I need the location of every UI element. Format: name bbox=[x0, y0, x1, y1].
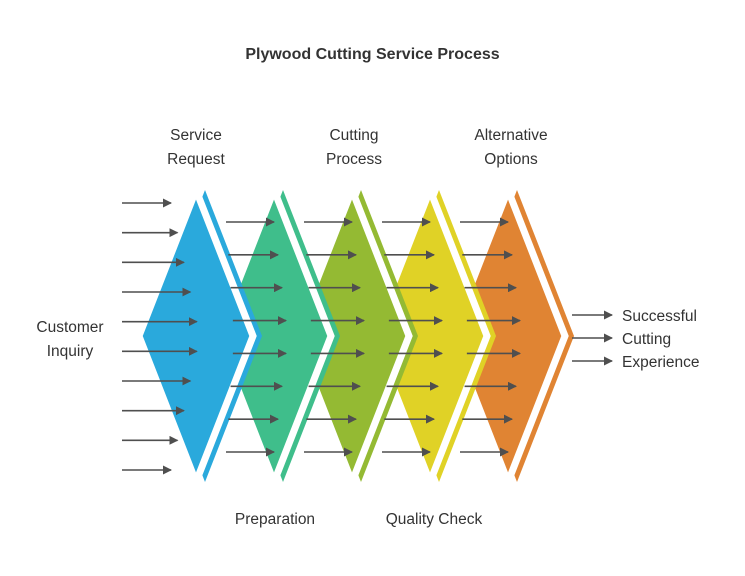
flow-arrows bbox=[122, 198, 613, 475]
stage-label-service-request: Service Request bbox=[167, 127, 225, 168]
stage-arrows-2 bbox=[304, 217, 365, 457]
input-label: Customer Inquiry bbox=[36, 319, 104, 360]
stage-diamond-4 bbox=[447, 180, 574, 492]
stage-label-alternative-options: Alternative Options bbox=[474, 127, 548, 168]
stage-diamonds bbox=[135, 180, 574, 492]
stage-label-cutting-process: Cutting Process bbox=[326, 127, 382, 168]
stage-diamond-body-0 bbox=[135, 180, 257, 492]
output-arrows bbox=[572, 310, 613, 366]
stage-label-preparation: Preparation bbox=[234, 511, 316, 528]
stage-label-quality-check: Quality Check bbox=[385, 511, 483, 528]
stage-diamond-0 bbox=[135, 180, 262, 492]
input-arrows bbox=[122, 198, 198, 475]
stage-arrows-3 bbox=[382, 217, 443, 457]
stage-arrows-1 bbox=[226, 217, 287, 457]
diagram-title: Plywood Cutting Service Process bbox=[245, 46, 500, 63]
output-label: Successful Cutting Experience bbox=[622, 308, 700, 371]
stage-arrows-4 bbox=[460, 217, 521, 457]
